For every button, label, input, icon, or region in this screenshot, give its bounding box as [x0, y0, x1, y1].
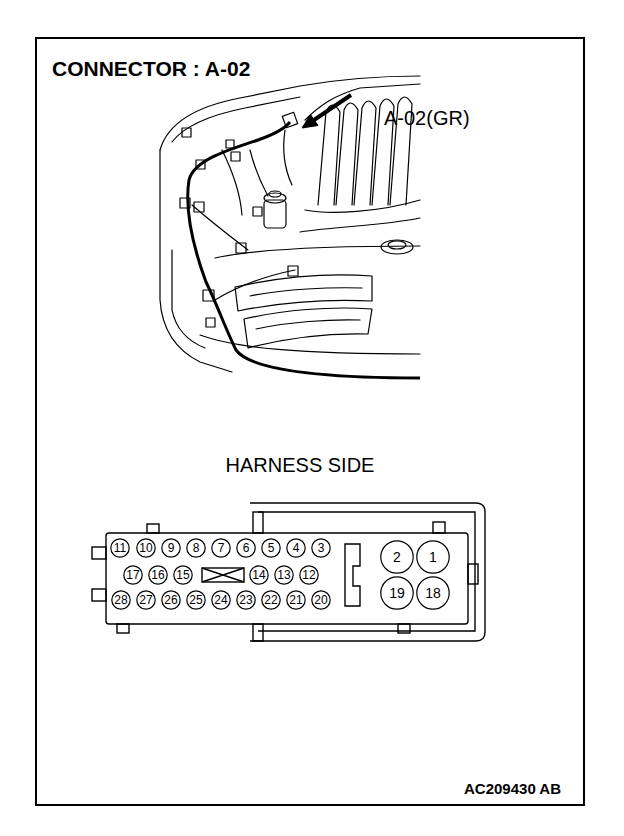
connector-pin: 18 — [416, 576, 450, 610]
connector-pin: 17 — [123, 565, 143, 585]
connector-pin: 2 — [380, 540, 414, 574]
connector-label: A-02(GR) — [384, 107, 470, 129]
figure-code: AC209430 AB — [464, 780, 561, 797]
pin-number: 20 — [314, 594, 327, 606]
pin-number: 25 — [189, 594, 202, 606]
connector-pin: 27 — [136, 590, 156, 610]
connector-pin: 12 — [299, 565, 319, 585]
pin-circle — [300, 566, 318, 584]
connector-pin: 14 — [249, 565, 269, 585]
pin-number: 11 — [114, 542, 126, 554]
pin-number: 9 — [168, 542, 175, 554]
pin-circle — [137, 539, 155, 557]
connector-pin: 28 — [111, 590, 131, 610]
pin-circle — [417, 541, 449, 573]
pin-circle — [237, 539, 255, 557]
connector-pin: 22 — [261, 590, 281, 610]
pin-number: 15 — [176, 569, 189, 581]
figure-title: CONNECTOR : A-02 — [52, 57, 250, 80]
pin-circle — [162, 539, 180, 557]
pin-number: 1 — [429, 550, 437, 564]
pin-number: 26 — [164, 594, 177, 606]
pin-number: 16 — [151, 569, 164, 581]
connector-pin: 8 — [186, 538, 206, 558]
figure-title: CONNECTOR : A-02 — [52, 57, 250, 81]
connector-pin: 9 — [161, 538, 181, 558]
connector-pin: 4 — [286, 538, 306, 558]
connector-pin: 25 — [186, 590, 206, 610]
pin-number: 7 — [218, 542, 225, 554]
pin-circle — [187, 539, 205, 557]
pin-number: 23 — [239, 594, 252, 606]
pin-number: 8 — [193, 542, 200, 554]
pin-number: 24 — [214, 594, 227, 606]
pin-circle — [149, 566, 167, 584]
connector-pin: 23 — [236, 590, 256, 610]
connector-label: A-02(GR) — [384, 107, 470, 130]
pin-circle — [137, 591, 155, 609]
view-label: HARNESS SIDE — [226, 454, 375, 477]
pin-circle — [124, 566, 142, 584]
connector-pin: 3 — [311, 538, 331, 558]
pin-circle — [237, 591, 255, 609]
pin-number: 28 — [114, 594, 127, 606]
connector-pin: 1 — [416, 540, 450, 574]
pin-number: 19 — [389, 586, 405, 600]
view-label: HARNESS SIDE — [226, 454, 375, 476]
connector-pin: 19 — [380, 576, 414, 610]
connector-pin: 10 — [136, 538, 156, 558]
figure-code: AC209430 AB — [464, 780, 561, 797]
connector-pin: 20 — [311, 590, 331, 610]
pin-number: 12 — [302, 569, 315, 581]
pin-number: 6 — [243, 542, 250, 554]
connector-pin: 15 — [173, 565, 193, 585]
pin-number: 21 — [289, 594, 302, 606]
pin-circle — [417, 577, 449, 609]
connector-pin: 5 — [261, 538, 281, 558]
pin-number: 17 — [126, 569, 139, 581]
pin-circle — [112, 591, 130, 609]
pin-circle — [312, 591, 330, 609]
pin-circle — [174, 566, 192, 584]
connector-pin: 6 — [236, 538, 256, 558]
pin-circle — [111, 539, 129, 557]
pin-circle — [275, 566, 293, 584]
pin-number: 18 — [425, 586, 441, 600]
pin-circle — [212, 539, 230, 557]
engine-bay-illustration — [160, 76, 420, 372]
connector-pin: 13 — [274, 565, 294, 585]
pin-circle — [312, 539, 330, 557]
pin-number: 22 — [264, 594, 277, 606]
connector-pin: 11 — [110, 538, 130, 558]
connector-pin: 21 — [286, 590, 306, 610]
connector-pin: 26 — [161, 590, 181, 610]
pin-circle — [162, 591, 180, 609]
pin-number: 10 — [139, 542, 152, 554]
figure-frame — [36, 38, 584, 805]
pin-circle — [287, 591, 305, 609]
pin-number: 4 — [293, 542, 300, 554]
pin-circle — [381, 541, 413, 573]
pin-number: 13 — [277, 569, 290, 581]
pin-number: 3 — [318, 542, 325, 554]
pin-circle — [262, 539, 280, 557]
pin-circle — [287, 539, 305, 557]
connector-pin: 16 — [148, 565, 168, 585]
pin-circle — [250, 566, 268, 584]
pin-number: 27 — [139, 594, 152, 606]
connector-pin: 7 — [211, 538, 231, 558]
wiring-harness — [188, 122, 420, 378]
connector-housing — [92, 503, 485, 641]
pin-number: 5 — [268, 542, 275, 554]
pin-number: 14 — [252, 569, 265, 581]
pin-number: 2 — [393, 550, 401, 564]
pin-circle — [187, 591, 205, 609]
pointer-arrow — [302, 95, 351, 128]
pin-circle — [381, 577, 413, 609]
pin-circle — [262, 591, 280, 609]
pin-circle — [212, 591, 230, 609]
connector-pin: 24 — [211, 590, 231, 610]
